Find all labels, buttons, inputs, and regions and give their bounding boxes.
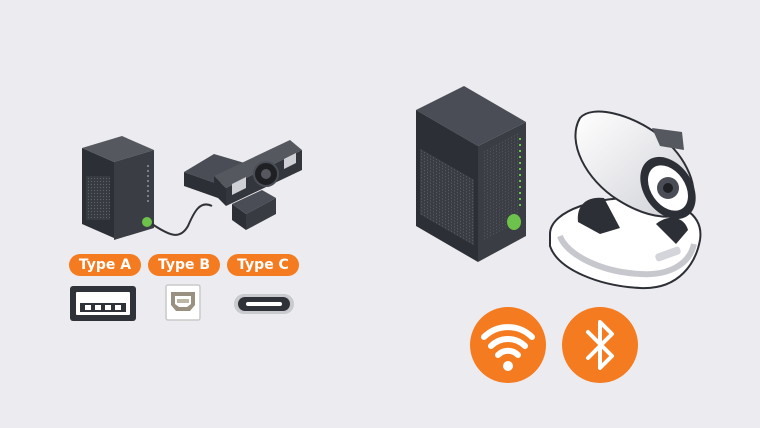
- usb-b-port-icon: [165, 284, 201, 321]
- usb-cable: [151, 203, 213, 236]
- ptz-camera: [549, 110, 702, 290]
- bluetooth-icon: [562, 307, 638, 383]
- usb-a-port-icon: [70, 286, 136, 321]
- small-pc-tower: [82, 136, 154, 240]
- wifi-icon: [470, 307, 546, 383]
- webcam: [184, 140, 302, 230]
- usb-c-port-icon: [234, 294, 294, 314]
- type-b-label: Type B: [148, 254, 220, 276]
- type-a-label: Type A: [69, 254, 141, 276]
- type-c-label: Type C: [227, 254, 299, 276]
- power-led: [142, 217, 152, 227]
- power-led-large: [507, 214, 521, 230]
- large-pc-tower: [416, 86, 526, 262]
